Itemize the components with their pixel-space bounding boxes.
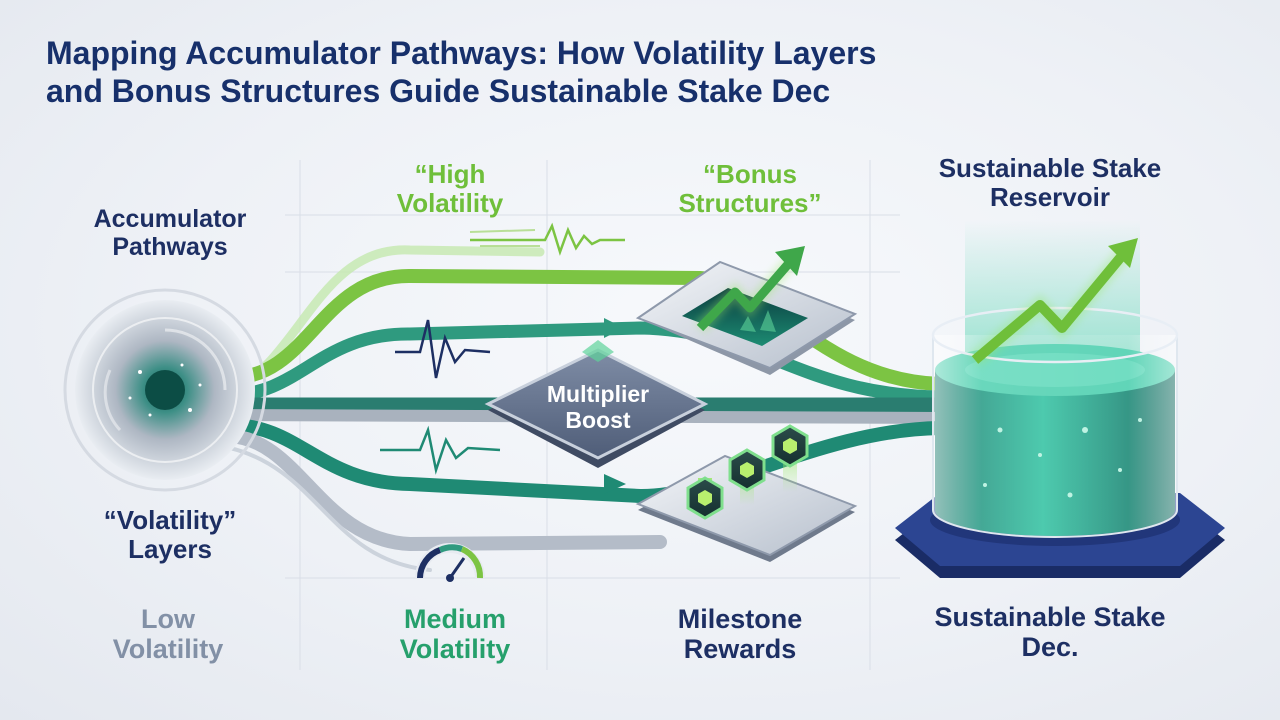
waveform-icon-teal	[380, 425, 501, 475]
vortex-icon	[63, 288, 267, 492]
low-volatility-path	[223, 429, 667, 552]
teal-arrowhead-lower	[604, 474, 626, 494]
page-title: Mapping Accumulator Pathways: How Volati…	[46, 34, 1226, 111]
volatility-layers-label: “Volatility”Layers	[103, 505, 237, 565]
medium-teal-path	[223, 321, 947, 404]
milestone-teal-path	[223, 418, 947, 504]
waveform-icon-navy	[395, 319, 491, 379]
low-volatility-thin-path	[228, 446, 432, 572]
speed-streaks	[469, 229, 540, 247]
waveform-icon-high	[470, 222, 625, 256]
title-line-1: Mapping Accumulator Pathways: How Volati…	[46, 35, 877, 71]
pathway-lines	[222, 245, 948, 572]
rising-arrow-icon	[694, 246, 805, 333]
reservoir-cylinder	[895, 220, 1225, 578]
hexagon-badge-icon	[686, 424, 809, 520]
bonus-structures-platform	[635, 260, 858, 375]
title-line-2: and Bonus Structures Guide Sustainable S…	[46, 73, 831, 110]
trend-arrow-icon	[969, 238, 1138, 367]
gauge-icon	[415, 543, 485, 582]
multiplier-boost-diamond	[484, 340, 709, 468]
teal-arrowhead-upper	[604, 318, 624, 338]
